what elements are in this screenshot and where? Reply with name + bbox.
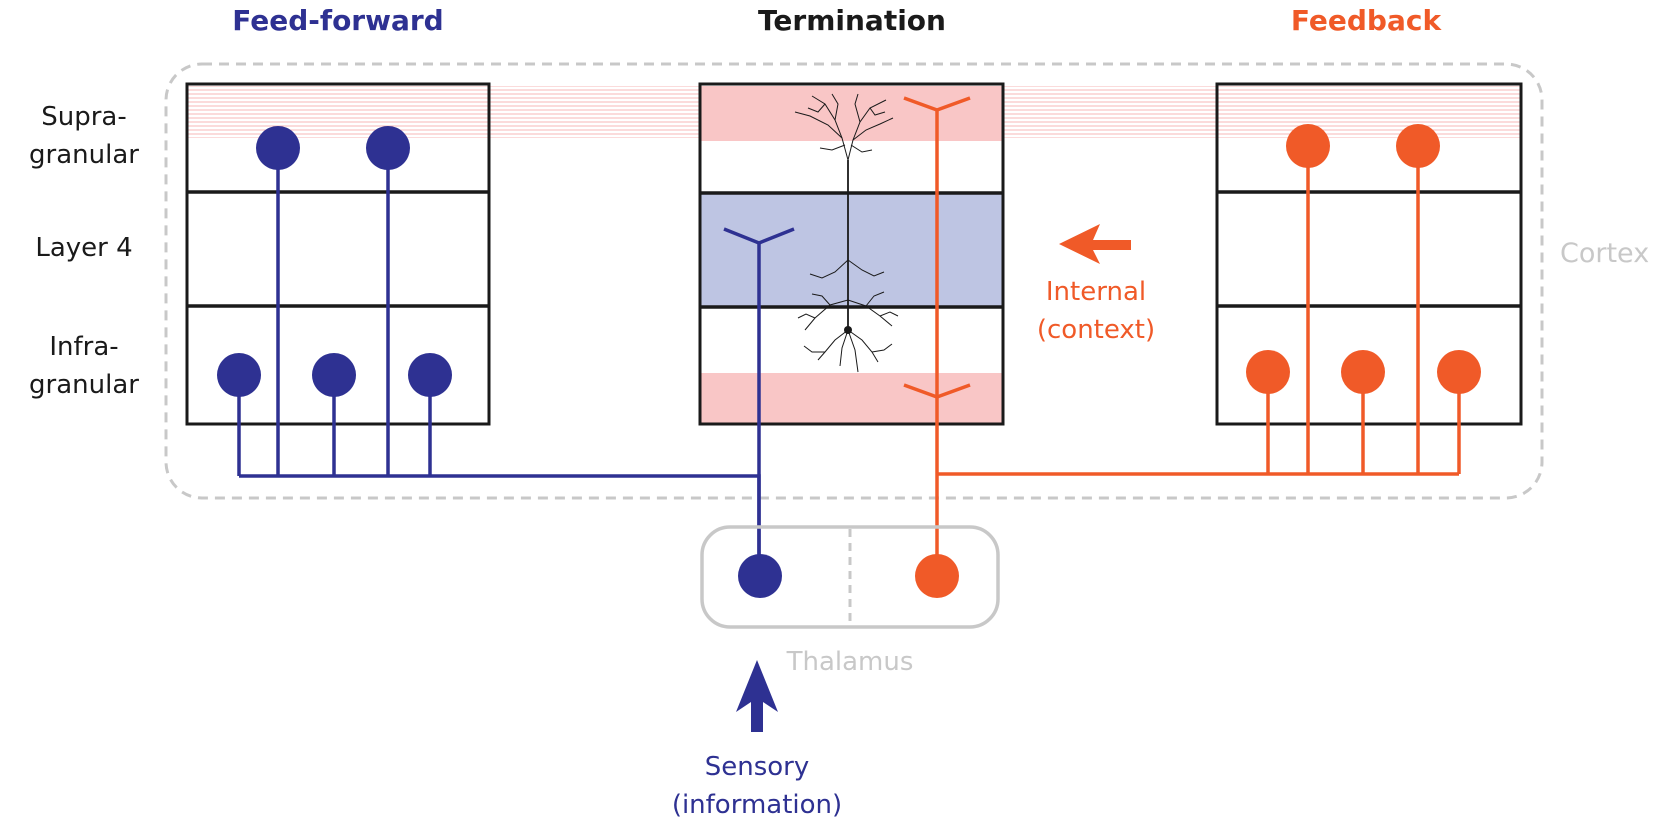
termination-column-box [698,82,1005,426]
termination-supra-shade [700,86,1003,141]
termination-infra-shade [700,373,1003,424]
termination-layer4-shade [700,194,1003,306]
feedforward-title: Feed-forward [232,4,443,37]
feedback-neuron-infra-1 [1246,350,1290,394]
infragranular-label-line1: Infra- [49,332,118,362]
feedforward-column [185,82,761,560]
layer4-label: Layer 4 [35,233,132,263]
feedback-terminals [903,96,971,560]
infragranular-label-line2: granular [29,370,139,400]
supragranular-label-line2: granular [29,140,139,170]
termination-column [698,82,1005,560]
internal-label-line2: (context) [1037,315,1155,345]
feedback-column-box [1215,82,1523,426]
feedforward-neuron-supra-2 [366,126,410,170]
cortex-label: Cortex [1560,238,1649,269]
feedback-title: Feedback [1291,4,1443,37]
sensory-label-line2: (information) [672,790,842,820]
sensory-label-line1: Sensory [705,752,810,782]
feedforward-neuron-infra-3 [408,353,452,397]
feedforward-neuron-infra-1 [217,353,261,397]
thalamus-boundary [700,525,1000,629]
thalamus-feedforward-neuron [738,554,782,598]
sensory-arrow-icon [736,660,778,732]
feedforward-column-box [185,82,491,426]
cortex-boundary [164,62,1544,500]
termination-title: Termination [758,4,946,37]
thalamus-label: Thalamus [786,647,914,677]
feedback-neuron-supra-1 [1286,124,1330,168]
thalamus-feedback-neuron [915,554,959,598]
pyramidal-neuron-drawing [794,93,899,373]
supragranular-label-line1: Supra- [41,102,127,132]
layer-labels: Supra- granular Layer 4 Infra- granular [29,102,139,400]
feedforward-neuron-infra-2 [312,353,356,397]
internal-label-line1: Internal [1046,277,1146,307]
feedforward-terminal [723,227,795,560]
feedback-neuron-supra-2 [1396,124,1440,168]
feedback-column [937,82,1523,476]
feedforward-neuron-supra-1 [256,126,300,170]
feedback-neuron-infra-3 [1437,350,1481,394]
internal-arrow-icon [1059,224,1131,264]
thalamus [700,525,1000,629]
feedback-neuron-infra-2 [1341,350,1385,394]
